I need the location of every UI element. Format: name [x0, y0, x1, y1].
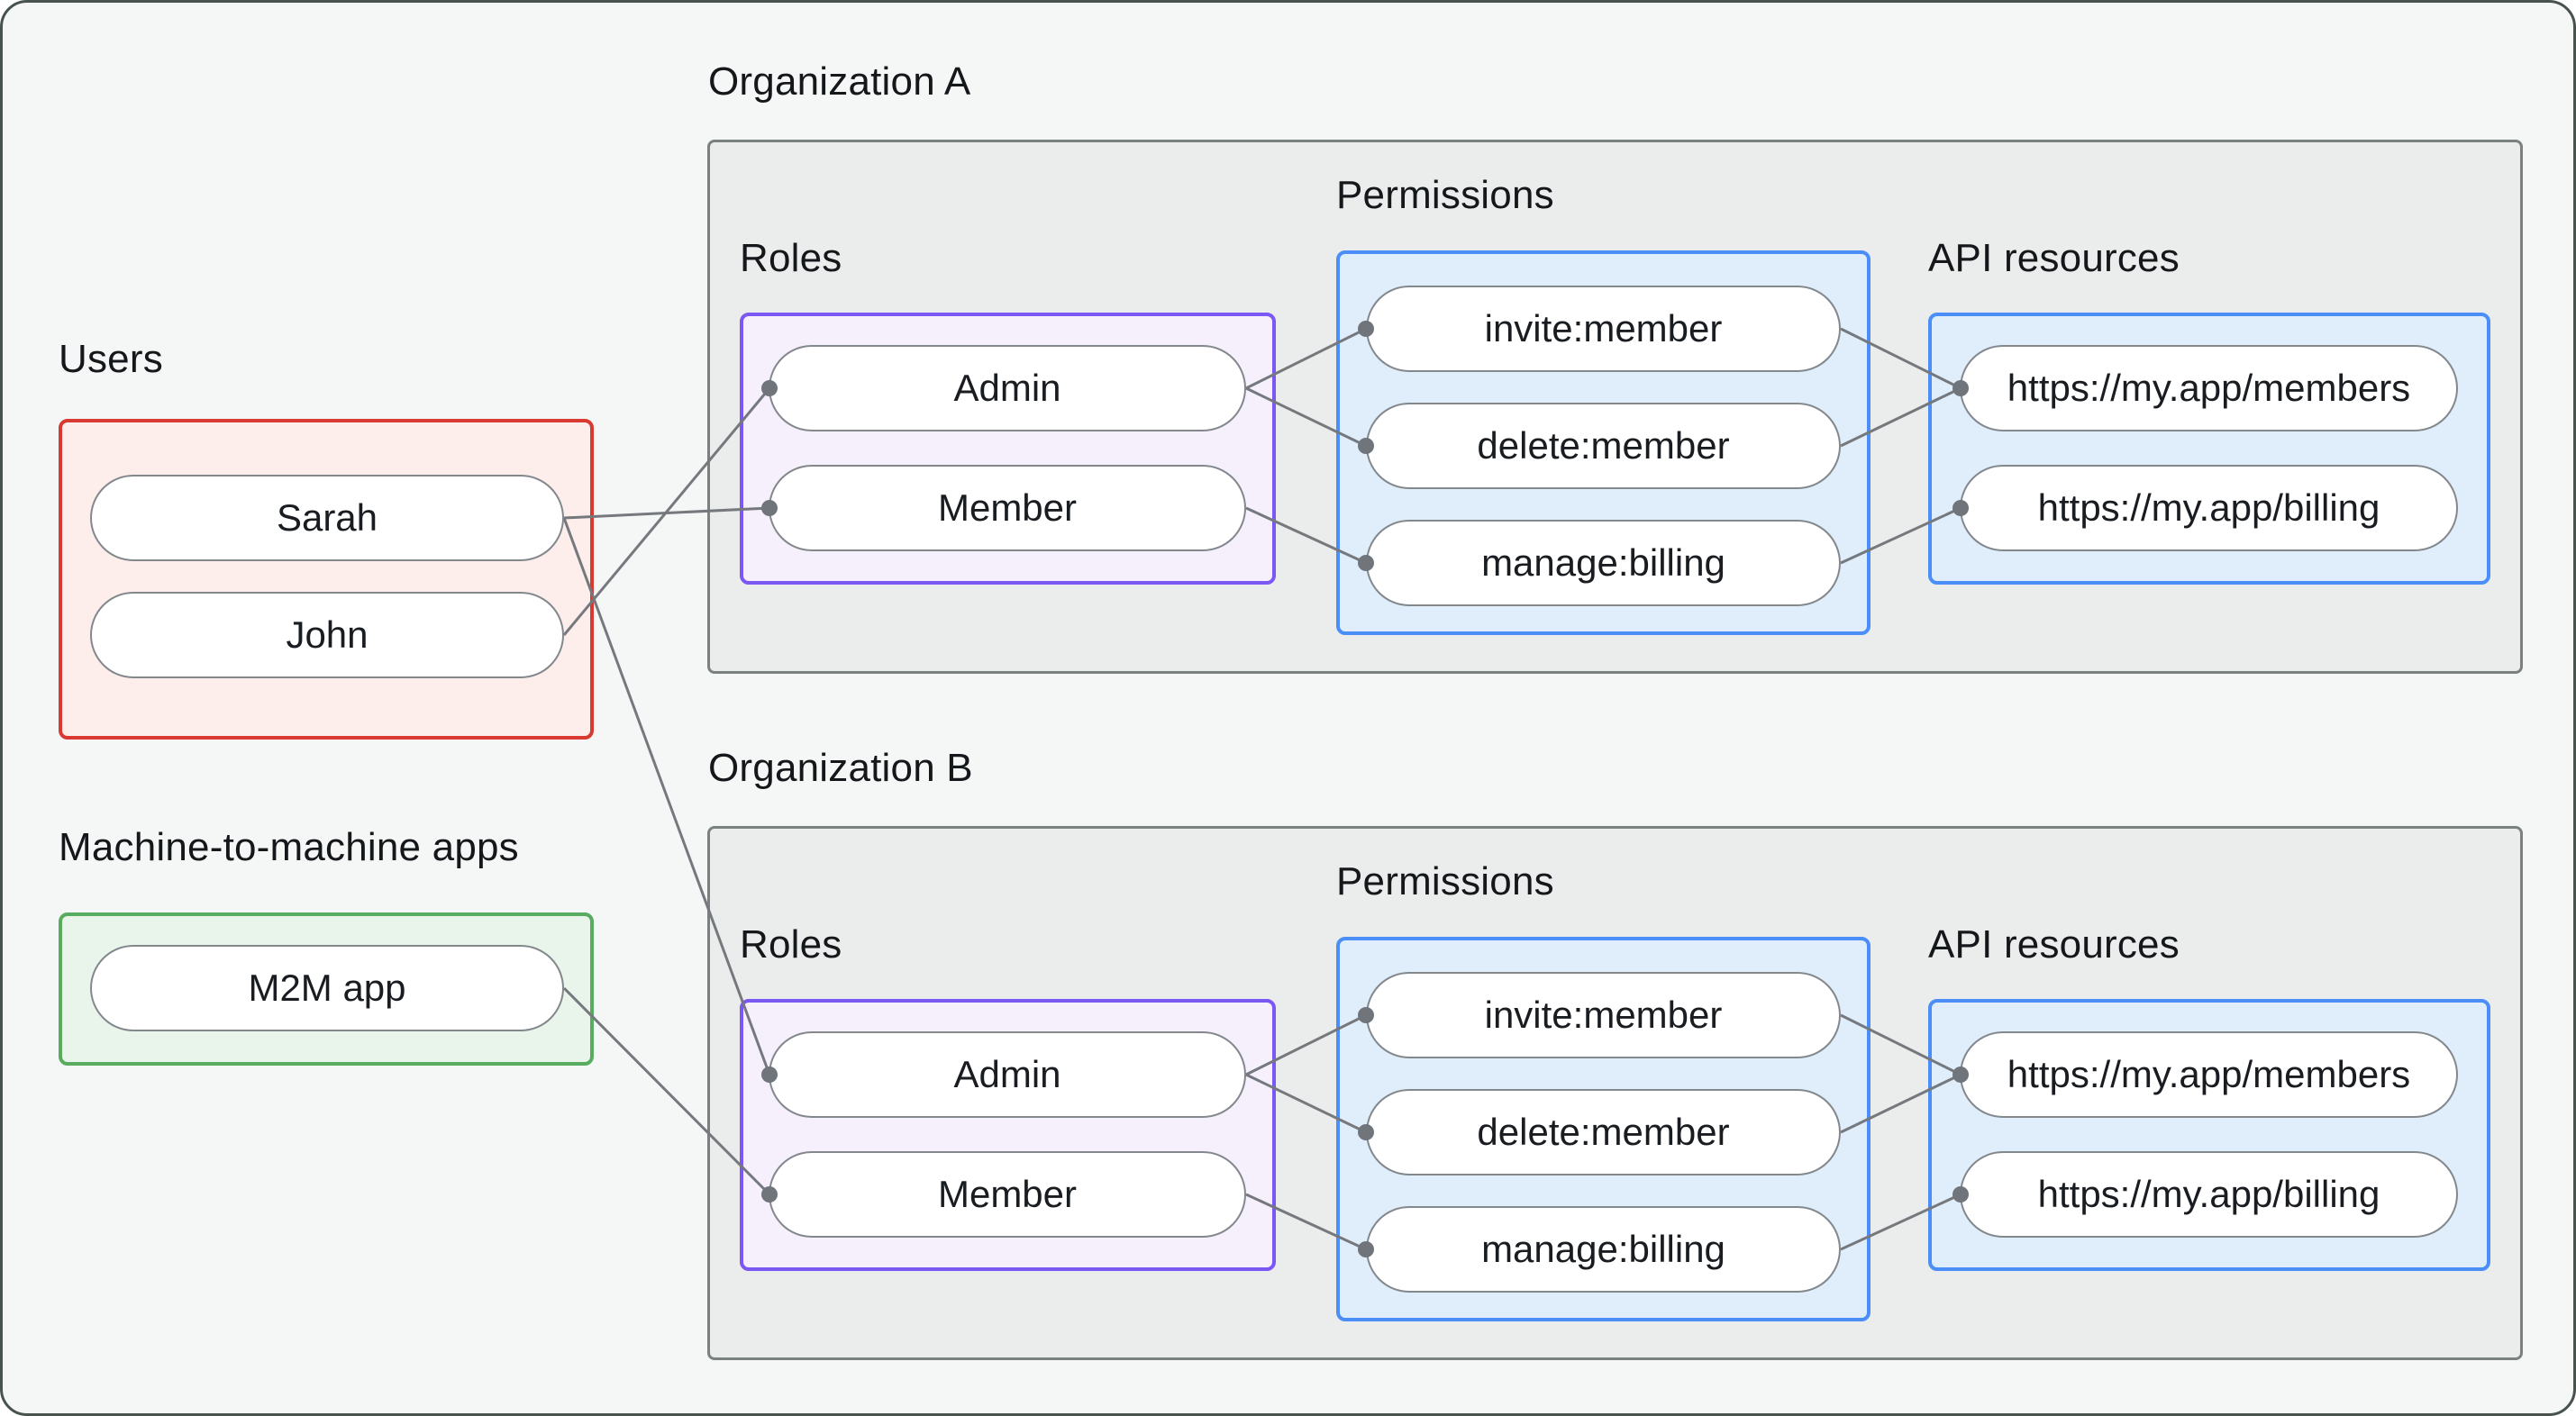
org-a-role-pill-member: Member: [769, 465, 1246, 551]
org-a-title: Organization A: [708, 59, 971, 104]
connection-dot: [1952, 380, 1969, 396]
connection-dot: [1358, 321, 1374, 337]
edge-m2m-to-org-b-member: [562, 986, 771, 1196]
connection-dot: [1358, 555, 1374, 571]
connection-dot: [761, 380, 778, 396]
org-a-api-pill-members: https://my.app/members: [1960, 345, 2458, 431]
edge-sarah-to-org-b-admin: [562, 517, 771, 1076]
edge-org-a-member-to-manage: [1245, 506, 1367, 565]
org-a-permissions-title: Permissions: [1336, 173, 1554, 217]
connection-dot: [761, 500, 778, 516]
org-b-role-pill-member: Member: [769, 1151, 1246, 1238]
org-b-api-resources-title: API resources: [1928, 922, 2180, 967]
connection-dot: [1952, 1067, 1969, 1083]
connection-dot: [1358, 438, 1374, 454]
edge-sarah-to-org-a-member: [563, 506, 770, 520]
edge-org-a-admin-to-delete: [1245, 386, 1367, 448]
org-a-api-pill-billing: https://my.app/billing: [1960, 465, 2458, 551]
org-b-roles-title: Roles: [740, 922, 842, 967]
org-a-api-resources-title: API resources: [1928, 236, 2180, 280]
org-b-permission-pill-delete: delete:member: [1366, 1089, 1841, 1175]
edge-org-b-admin-to-invite: [1245, 1013, 1367, 1076]
org-b-api-pill-billing: https://my.app/billing: [1960, 1151, 2458, 1238]
org-a-permission-pill-invite: invite:member: [1366, 286, 1841, 372]
connection-dot: [1952, 500, 1969, 516]
users-group-title: Users: [59, 337, 163, 381]
org-b-api-pill-members: https://my.app/members: [1960, 1031, 2458, 1118]
org-b-role-pill-admin: Admin: [769, 1031, 1246, 1118]
org-b-title: Organization B: [708, 746, 973, 790]
edge-org-b-delete-to-members: [1840, 1073, 1962, 1134]
users-group-box: [59, 419, 594, 740]
edge-org-b-admin-to-delete: [1245, 1073, 1367, 1134]
org-a-role-pill-admin: Admin: [769, 345, 1246, 431]
edge-org-b-manage-to-billing: [1840, 1193, 1962, 1251]
connection-dot: [1952, 1186, 1969, 1203]
edge-org-b-invite-to-members: [1840, 1013, 1962, 1076]
edges-layer: [562, 327, 1962, 1251]
m2m-pill-app: M2M app: [90, 945, 564, 1031]
connection-dot: [1358, 1124, 1374, 1140]
connection-dot: [1358, 1007, 1374, 1023]
edge-org-a-delete-to-members: [1840, 386, 1962, 448]
connection-dot: [761, 1067, 778, 1083]
org-b-permission-pill-manage: manage:billing: [1366, 1206, 1841, 1293]
org-a-roles-title: Roles: [740, 236, 842, 280]
dots-layer: [761, 321, 1969, 1257]
user-pill-john: John: [90, 592, 564, 678]
edge-org-b-member-to-manage: [1245, 1193, 1367, 1251]
user-pill-sarah: Sarah: [90, 475, 564, 561]
edge-org-a-invite-to-members: [1840, 327, 1962, 390]
connection-dot: [1358, 1241, 1374, 1257]
org-a-permission-pill-manage: manage:billing: [1366, 520, 1841, 606]
org-a-permission-pill-delete: delete:member: [1366, 403, 1841, 489]
org-b-permission-pill-invite: invite:member: [1366, 972, 1841, 1058]
m2m-group-title: Machine-to-machine apps: [59, 825, 519, 869]
edge-org-a-admin-to-invite: [1245, 327, 1367, 390]
connection-dot: [761, 1186, 778, 1203]
edge-org-a-manage-to-billing: [1840, 506, 1962, 565]
org-b-permissions-title: Permissions: [1336, 859, 1554, 903]
